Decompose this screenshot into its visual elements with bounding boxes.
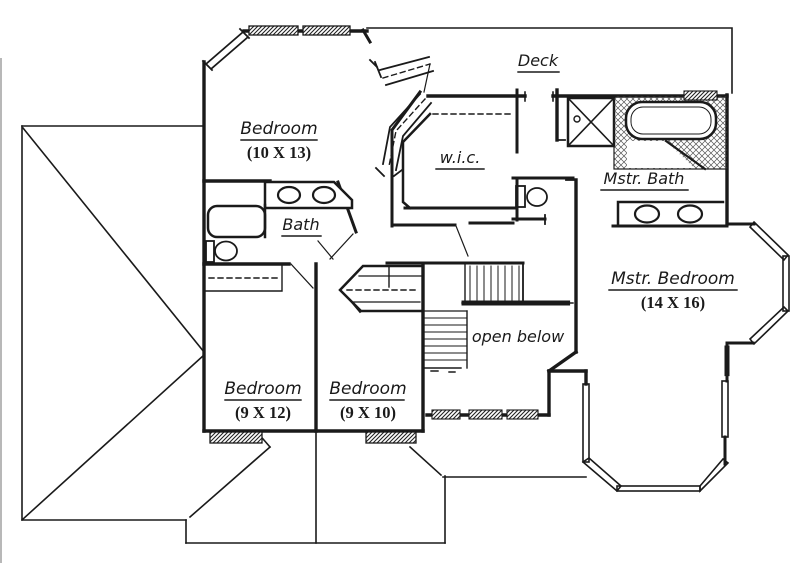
door-swing bbox=[455, 225, 469, 257]
label-wic: w.i.c. bbox=[440, 148, 481, 167]
toilet-bowl bbox=[214, 240, 238, 262]
hallway bbox=[390, 221, 515, 257]
window bbox=[683, 90, 718, 101]
sink bbox=[276, 185, 302, 205]
sink bbox=[311, 185, 337, 205]
dims-master-bedroom: (14 X 16) bbox=[641, 293, 705, 312]
bedroom-upper: Bedroom (10 X 13) bbox=[240, 119, 318, 162]
label-bedroom-mid: Bedroom bbox=[329, 379, 406, 399]
dims-bedroom-mid: (9 X 10) bbox=[340, 403, 396, 422]
stair-treads-upper bbox=[469, 265, 520, 302]
floor-area bbox=[627, 141, 694, 168]
toilet-tank bbox=[515, 185, 526, 208]
toilet-tank bbox=[205, 240, 215, 263]
deck: Deck bbox=[366, 27, 733, 102]
window bbox=[721, 380, 729, 438]
open-below: open below bbox=[425, 327, 565, 420]
stair-treads-lower bbox=[424, 317, 467, 361]
window bbox=[302, 25, 351, 36]
closet-bedroom-left bbox=[205, 265, 283, 292]
walk-in-closet: w.i.c. bbox=[390, 88, 519, 228]
label-bedroom-left: Bedroom bbox=[224, 379, 301, 399]
bay-window bbox=[748, 220, 790, 262]
bathtub bbox=[206, 204, 267, 239]
stairs bbox=[385, 261, 575, 373]
bath: Bath bbox=[202, 179, 358, 263]
bay-window bbox=[581, 456, 623, 493]
window bbox=[431, 409, 461, 420]
label-open-below: open below bbox=[472, 327, 565, 346]
dims-bedroom-upper: (10 X 13) bbox=[247, 143, 311, 162]
hall-closet bbox=[338, 264, 425, 314]
label-bedroom-upper: Bedroom bbox=[240, 119, 317, 139]
bedrooms-lower: Bedroom (9 X 12) Bedroom (9 X 10) bbox=[202, 240, 425, 433]
window bbox=[468, 409, 503, 420]
dims-bedroom-left: (9 X 12) bbox=[235, 403, 291, 422]
master-bath: Mstr. Bath bbox=[511, 88, 729, 354]
door-swing bbox=[329, 233, 354, 260]
bay-window bbox=[748, 305, 790, 346]
bay-window bbox=[616, 485, 701, 492]
sink bbox=[633, 204, 661, 224]
window bbox=[248, 25, 299, 36]
master-vanity bbox=[616, 200, 725, 228]
label-master-bath: Mstr. Bath bbox=[604, 169, 685, 188]
garden-tub-inner bbox=[630, 106, 712, 135]
bay-window bbox=[782, 255, 790, 312]
window bbox=[209, 431, 263, 444]
shower-head bbox=[573, 115, 581, 123]
door-swing bbox=[290, 263, 314, 289]
corner-window bbox=[201, 27, 251, 72]
toilet-bowl bbox=[526, 187, 548, 207]
label-bath: Bath bbox=[282, 215, 319, 234]
window bbox=[506, 409, 539, 420]
bay-window bbox=[582, 383, 590, 463]
garden-tub bbox=[624, 100, 718, 141]
label-master-bedroom: Mstr. Bedroom bbox=[611, 269, 735, 289]
window bbox=[365, 431, 417, 444]
sink bbox=[676, 204, 704, 224]
master-bedroom: Mstr. Bedroom (14 X 16) bbox=[546, 220, 790, 493]
bay-window bbox=[699, 457, 730, 493]
label-deck: Deck bbox=[518, 51, 559, 70]
door-swing bbox=[317, 240, 334, 260]
